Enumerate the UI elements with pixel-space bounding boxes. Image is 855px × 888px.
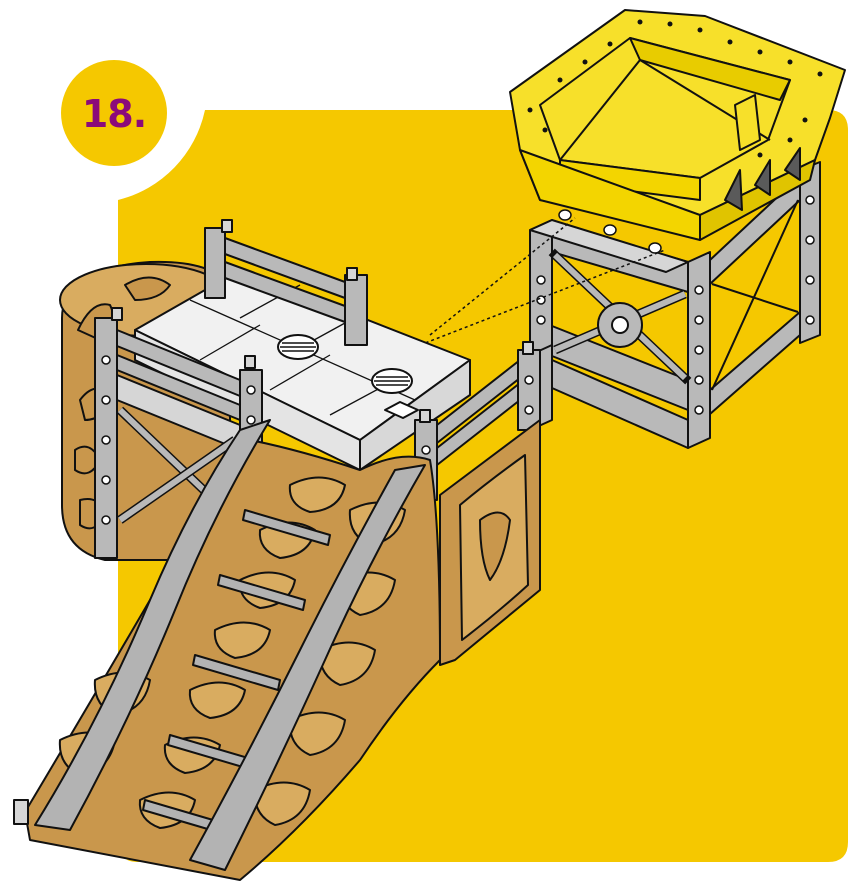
yellow-hopper (509, 9, 846, 254)
alignment-guide-lines (419, 217, 666, 346)
grey-chute-rail (13, 419, 426, 871)
step-badge-circle (61, 60, 167, 166)
rock-ramp (24, 439, 441, 881)
hopper-support-tower (529, 161, 821, 449)
rock-side-panel (439, 419, 541, 666)
step-number-badge: 18. (81, 92, 147, 136)
